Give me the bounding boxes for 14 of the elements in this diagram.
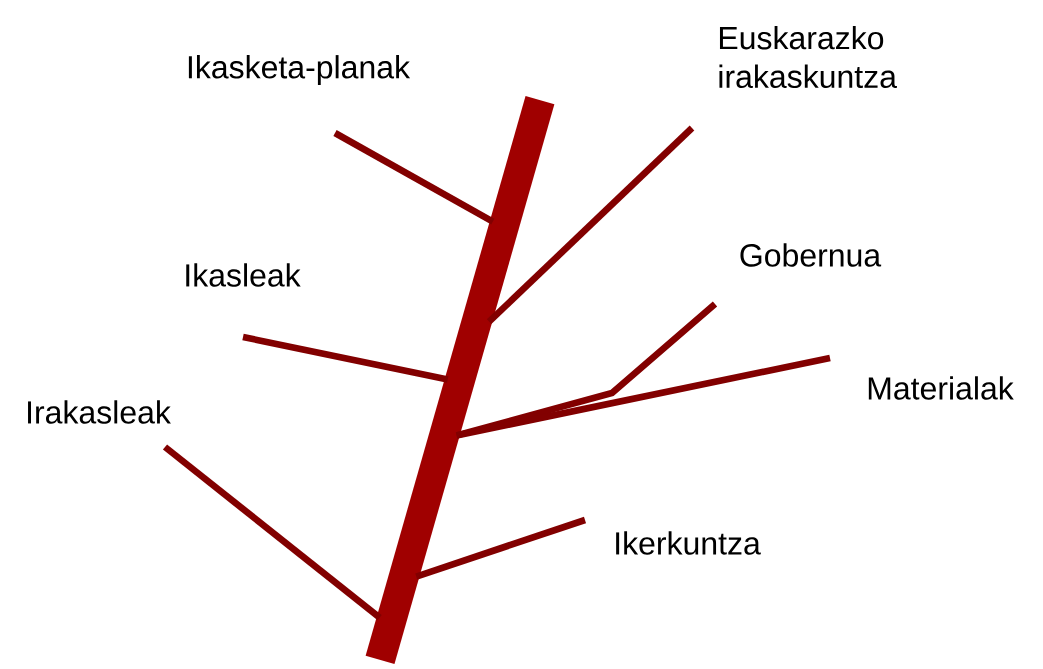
- branch-label: Euskarazko irakaskuntza: [719, 25, 897, 89]
- branch-label: Ikerkuntza: [616, 531, 761, 555]
- branch-line: [455, 354, 831, 439]
- branch-label: Gobernua: [740, 243, 882, 267]
- trunk-bar: [365, 96, 555, 664]
- branch-line: [162, 444, 382, 621]
- branch-label: Irakasleak: [28, 400, 171, 424]
- branch-label: Ikasketa-planak: [188, 55, 411, 85]
- branch-line: [486, 125, 695, 325]
- branch-line: [242, 333, 449, 383]
- branch-line: [415, 516, 587, 580]
- branch-label: Materialak: [868, 376, 1014, 400]
- branch-line: [333, 130, 495, 225]
- branch-label: Ikasleak: [186, 263, 301, 287]
